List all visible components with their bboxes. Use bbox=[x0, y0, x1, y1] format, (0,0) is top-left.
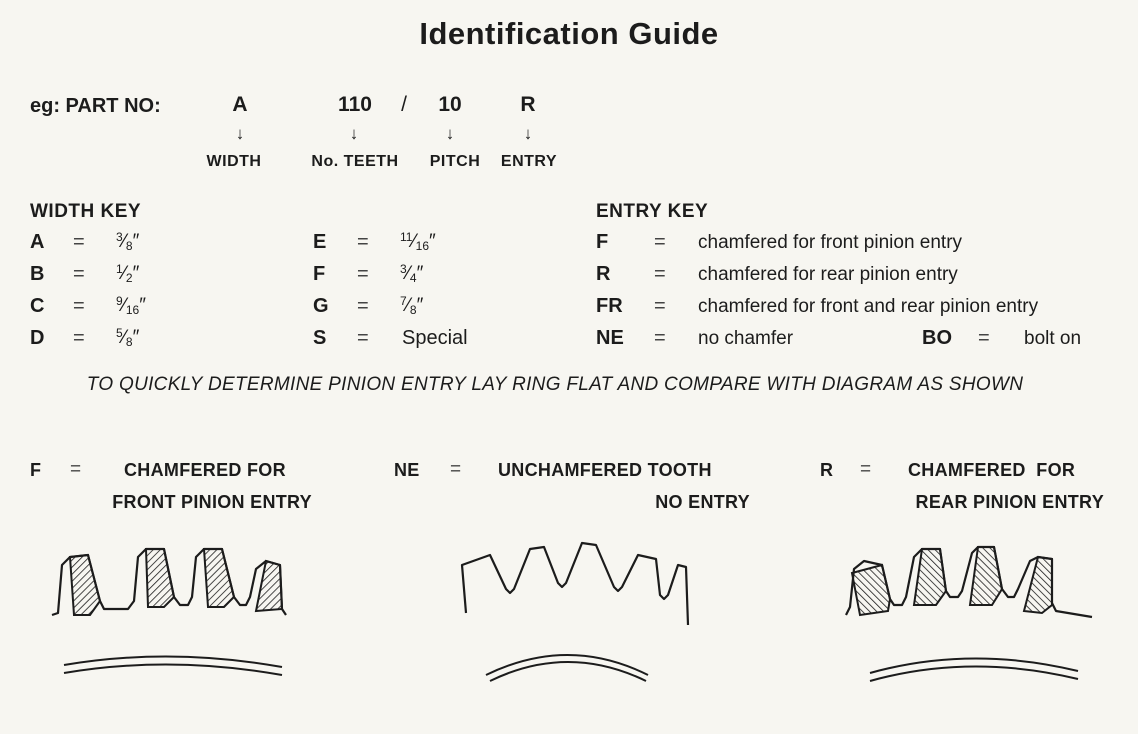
page-title: Identification Guide bbox=[419, 16, 719, 51]
width-key-letter: S bbox=[313, 327, 327, 349]
width-key-value: 7⁄8″ bbox=[400, 294, 424, 317]
example-code-slash: / bbox=[401, 93, 407, 116]
width-key-letter: E bbox=[313, 231, 327, 253]
equals-sign: = bbox=[73, 263, 85, 285]
width-key-value: Special bbox=[402, 327, 468, 349]
entry-key-code: FR bbox=[596, 295, 623, 317]
diagram-none-line1: UNCHAMFERED TOOTH bbox=[498, 460, 712, 480]
diagram-none-line2: NO ENTRY bbox=[655, 492, 750, 512]
chamfer-hatch bbox=[144, 548, 176, 608]
down-arrow-icon: ↓ bbox=[445, 124, 455, 143]
field-width: WIDTH bbox=[206, 153, 262, 170]
equals-sign: = bbox=[357, 231, 369, 253]
diagram-front-line2: FRONT PINION ENTRY bbox=[112, 492, 312, 512]
entry-key-text: chamfered for front pinion entry bbox=[698, 232, 963, 253]
example-code-teeth: 110 bbox=[338, 93, 372, 116]
entry-key-text: chamfered for front and rear pinion entr… bbox=[698, 296, 1039, 317]
equals-sign: = bbox=[654, 327, 666, 349]
entry-key-code: F bbox=[596, 231, 609, 253]
chamfer-hatch bbox=[202, 548, 236, 608]
instruction-note: TO QUICKLY DETERMINE PINION ENTRY LAY RI… bbox=[86, 374, 1024, 395]
width-key-letter: G bbox=[313, 295, 329, 317]
equals-sign: = bbox=[450, 459, 462, 480]
chamfer-hatch bbox=[850, 563, 892, 617]
chamfer-hatch bbox=[68, 553, 102, 616]
width-key-value: 1⁄2″ bbox=[116, 262, 140, 285]
down-arrow-icon: ↓ bbox=[349, 124, 359, 143]
diagram-front-code: F bbox=[30, 460, 42, 480]
unchamfered-gear-diagram bbox=[460, 541, 690, 682]
front-chamfer-gear-diagram bbox=[51, 547, 287, 676]
diagram-rear-line2: REAR PINION ENTRY bbox=[915, 492, 1104, 512]
example-label: eg: PART NO: bbox=[30, 95, 161, 117]
rear-chamfer-gear-diagram bbox=[845, 545, 1093, 682]
equals-sign: = bbox=[73, 231, 85, 253]
chamfer-hatch bbox=[254, 559, 284, 613]
chamfer-hatch bbox=[968, 546, 1004, 606]
entry-key-code: NE bbox=[596, 327, 624, 349]
chamfer-hatch bbox=[912, 548, 948, 606]
field-pitch: PITCH bbox=[429, 153, 481, 170]
entry-key-text: no chamfer bbox=[698, 328, 794, 349]
width-key-heading: WIDTH KEY bbox=[30, 201, 142, 222]
width-key-letter: F bbox=[313, 263, 326, 285]
equals-sign: = bbox=[357, 263, 369, 285]
width-key-value: 11⁄16″ bbox=[400, 230, 436, 253]
width-key-value: 3⁄4″ bbox=[400, 262, 424, 285]
chamfer-hatch bbox=[1022, 555, 1053, 615]
entry-key-text-bolt-on: bolt on bbox=[1024, 328, 1082, 349]
width-key-value: 3⁄8″ bbox=[116, 230, 140, 253]
example-code-entry: R bbox=[520, 93, 536, 116]
equals-sign: = bbox=[654, 263, 666, 285]
equals-sign: = bbox=[654, 295, 666, 317]
diagram-rear-line1: CHAMFERED FOR bbox=[908, 460, 1076, 480]
equals-sign: = bbox=[357, 327, 369, 349]
diagram-none-code: NE bbox=[394, 460, 420, 480]
equals-sign: = bbox=[654, 231, 666, 253]
width-key-value: 5⁄8″ bbox=[116, 326, 140, 349]
example-code-width: A bbox=[232, 93, 248, 116]
width-key-letter: C bbox=[30, 295, 45, 317]
width-key-letter: A bbox=[30, 231, 45, 253]
equals-sign: = bbox=[70, 459, 82, 480]
entry-key-text: chamfered for rear pinion entry bbox=[698, 264, 958, 285]
field-teeth: No. TEETH bbox=[311, 153, 399, 170]
entry-key-heading: ENTRY KEY bbox=[596, 201, 709, 222]
diagram-front-line1: CHAMFERED FOR bbox=[124, 460, 286, 480]
down-arrow-icon: ↓ bbox=[523, 124, 533, 143]
width-key-letter: D bbox=[30, 327, 45, 349]
equals-sign: = bbox=[978, 327, 990, 349]
equals-sign: = bbox=[73, 295, 85, 317]
example-code-pitch: 10 bbox=[438, 93, 462, 116]
width-key-value: 9⁄16″ bbox=[116, 294, 146, 317]
field-entry: ENTRY bbox=[500, 153, 558, 170]
equals-sign: = bbox=[357, 295, 369, 317]
diagram-rear-code: R bbox=[820, 460, 834, 480]
down-arrow-icon: ↓ bbox=[235, 124, 245, 143]
equals-sign: = bbox=[860, 459, 872, 480]
width-key-letter: B bbox=[30, 263, 45, 285]
equals-sign: = bbox=[73, 327, 85, 349]
entry-key-code-bolt-on: BO bbox=[922, 327, 952, 349]
entry-key-code: R bbox=[596, 263, 611, 285]
